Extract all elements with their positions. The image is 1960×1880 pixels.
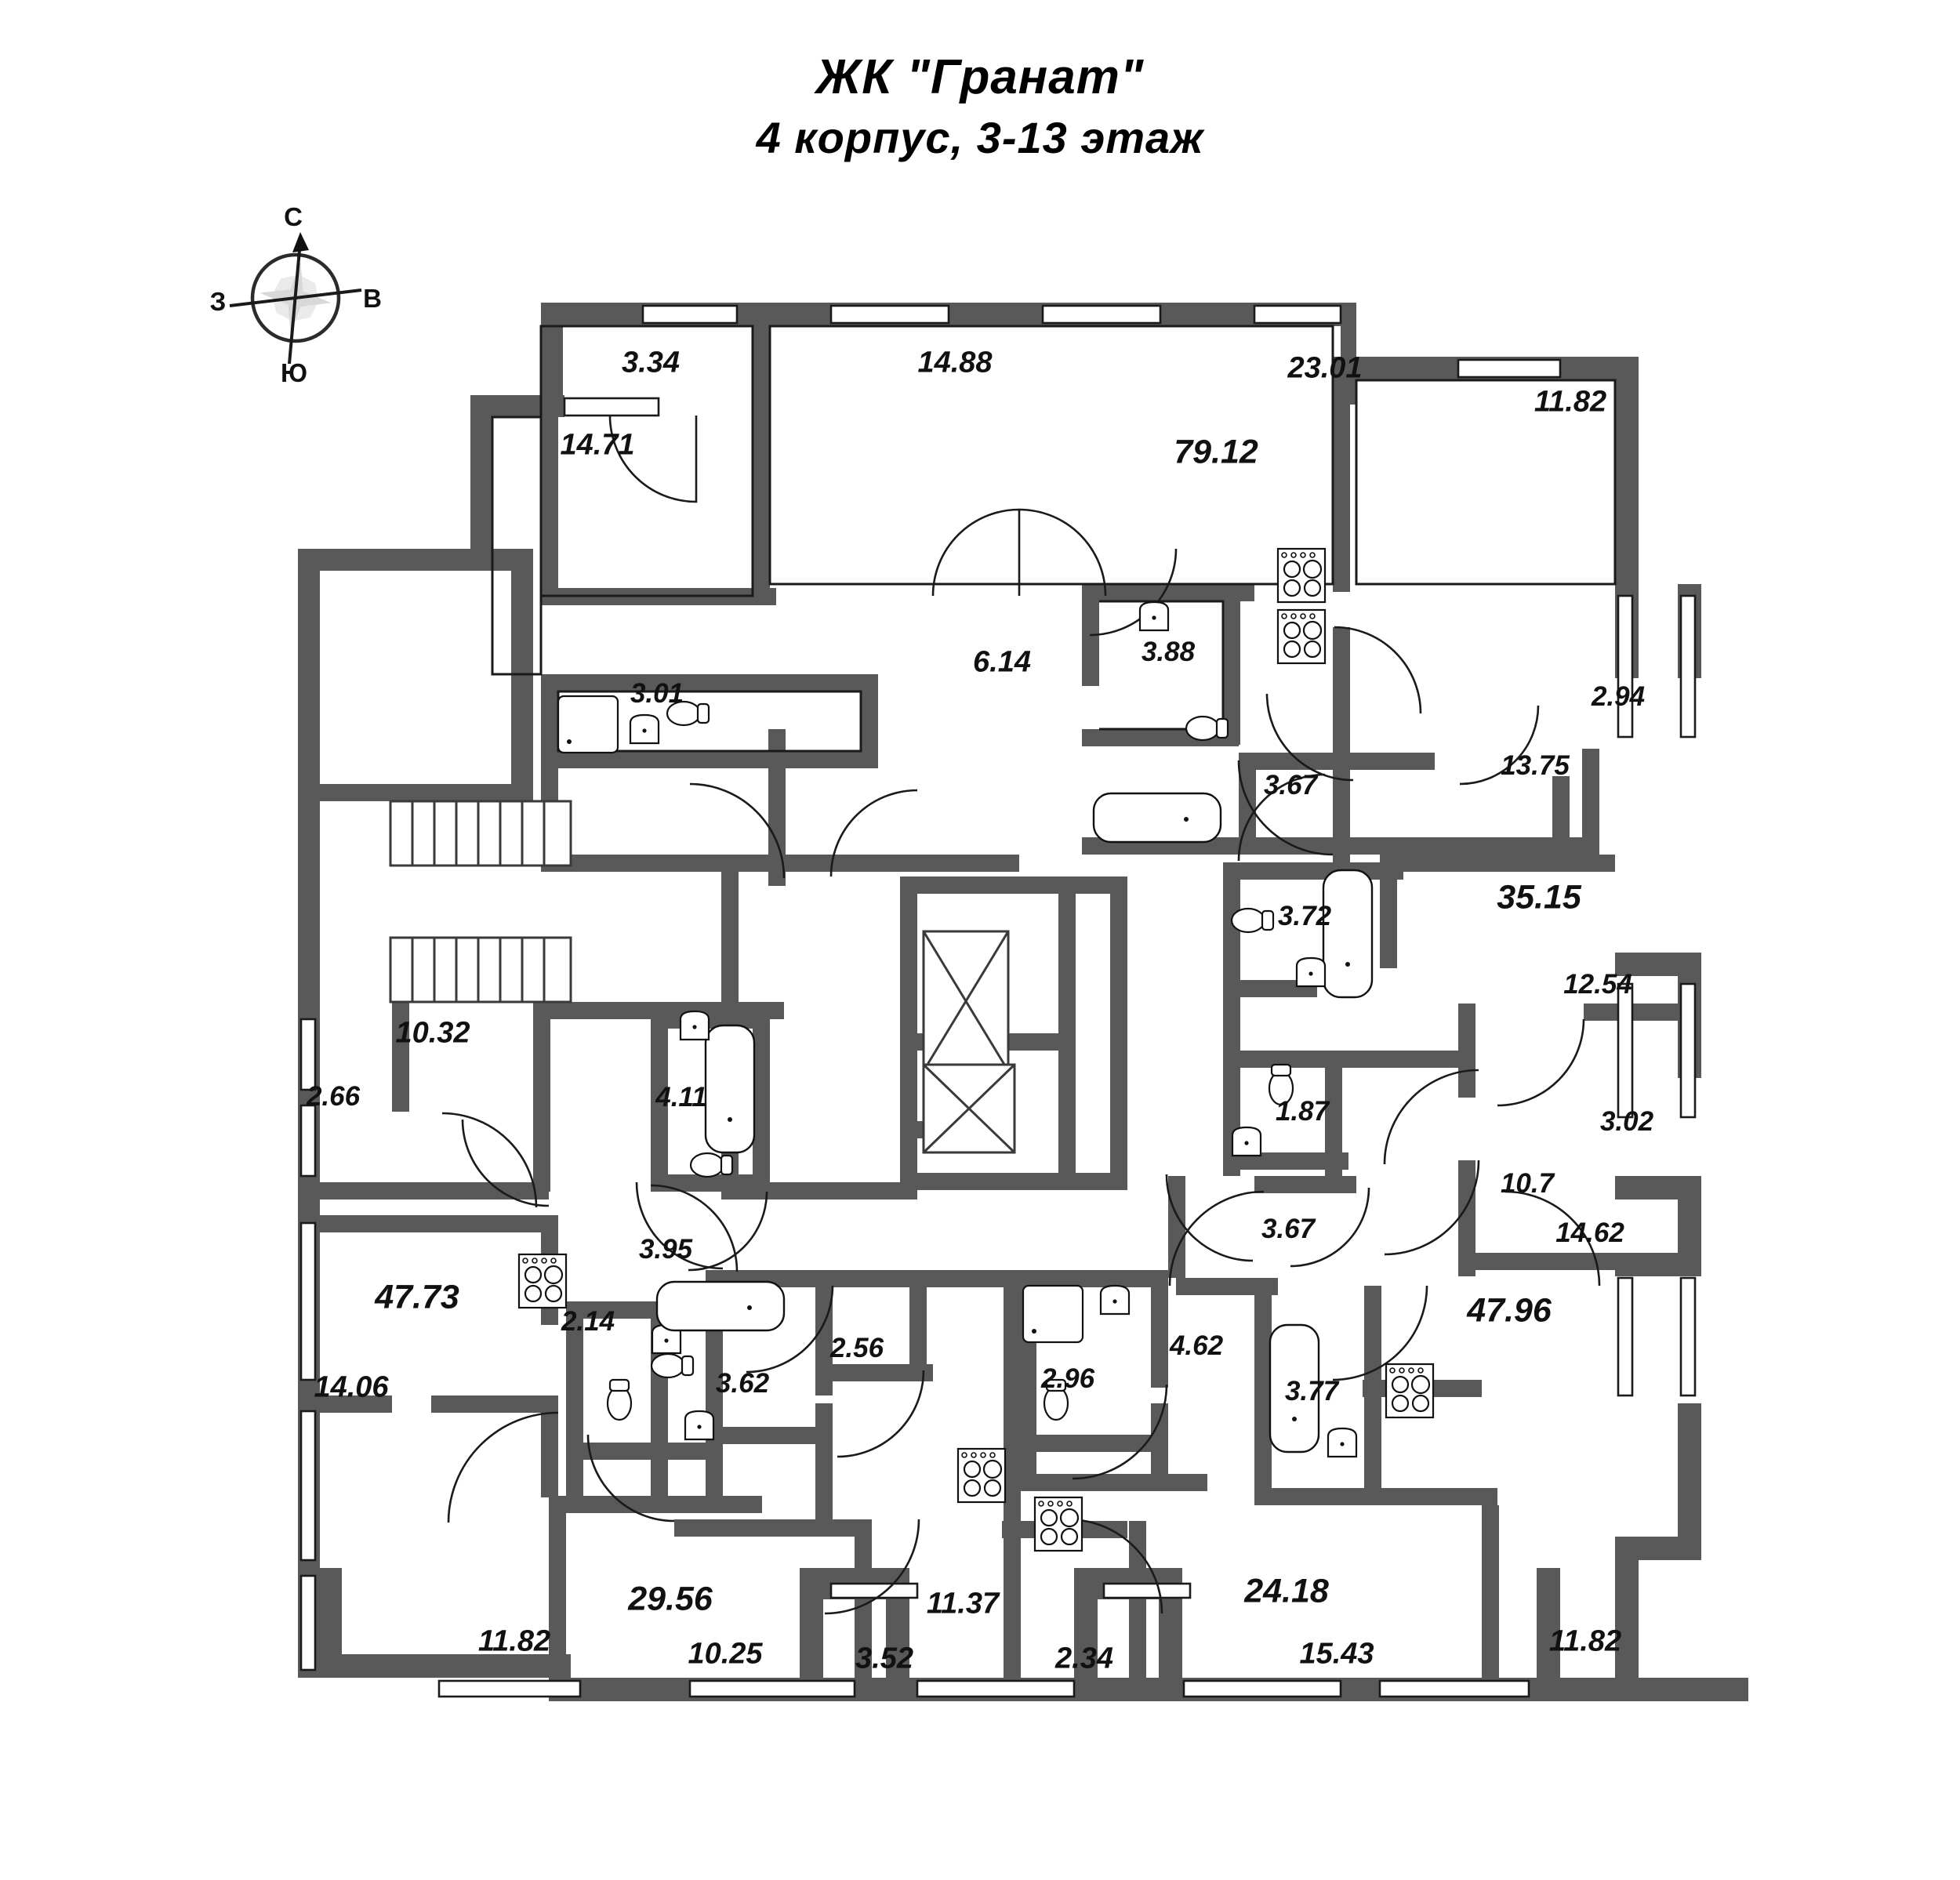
compass-label-west: З (210, 287, 227, 316)
stove-icon (1385, 1363, 1435, 1419)
shower-icon (557, 695, 619, 754)
elevator-shaft-lower (922, 1063, 1016, 1154)
sink-icon (1327, 1427, 1358, 1458)
room-area-label: 4.11 (655, 1082, 707, 1112)
room-area-label: 14.06 (314, 1370, 389, 1404)
bathtub-icon (655, 1280, 786, 1332)
door-swing-layer (441, 415, 1601, 1615)
toilet-icon (1185, 715, 1229, 742)
room-area-label: 12.54 (1563, 969, 1632, 1000)
room-area-label: 3.88 (1141, 637, 1196, 667)
room-area-label: 10.32 (395, 1016, 470, 1050)
room-area-label: 13.75 (1501, 750, 1570, 781)
compass-rose: С В Ю З (205, 205, 386, 386)
sink-icon (1138, 601, 1170, 632)
compass-label-east: В (363, 284, 382, 313)
sink-icon (1099, 1284, 1131, 1316)
room-area-label: 79.12 (1174, 433, 1258, 471)
staircase-lower (389, 936, 572, 1004)
elevator-shaft-upper (922, 930, 1010, 1072)
room-area-label: 47.96 (1467, 1291, 1552, 1330)
title-block: ЖК "Гранат" 4 корпус, 3-13 этаж (0, 47, 1960, 167)
room-area-label: 3.67 (1261, 1214, 1316, 1244)
shower-icon (1022, 1284, 1084, 1344)
room-area-label: 47.73 (375, 1278, 459, 1316)
room-area-label: 6.14 (973, 645, 1031, 679)
room-area-label: 11.82 (1548, 1624, 1622, 1658)
room-area-label: 14.88 (917, 346, 993, 379)
room-area-label: 2.66 (306, 1081, 361, 1112)
room-area-label: 10.25 (688, 1637, 763, 1671)
toilet-icon (606, 1378, 633, 1421)
room-area-label: 2.14 (561, 1306, 615, 1337)
room-area-label: 14.62 (1555, 1218, 1624, 1248)
room-area-label: 2.34 (1055, 1642, 1113, 1675)
room-area-label: 11.37 (926, 1587, 1000, 1621)
toilet-icon (1230, 907, 1275, 934)
page-subtitle: 4 корпус, 3-13 этаж (756, 112, 1204, 162)
room-area-label: 35.15 (1497, 878, 1581, 916)
room-area-label: 3.72 (1277, 901, 1332, 931)
staircase-upper (389, 800, 572, 867)
compass-label-south: Ю (281, 358, 307, 386)
room-area-label: 2.94 (1591, 681, 1646, 712)
room-area-label: 10.7 (1500, 1168, 1555, 1199)
room-area-label: 15.43 (1299, 1637, 1374, 1671)
room-area-label: 2.56 (829, 1333, 884, 1363)
room-area-label: 3.34 (622, 346, 680, 379)
page-title: ЖК "Гранат" (815, 50, 1145, 104)
room-area-label: 1.87 (1275, 1096, 1330, 1127)
room-area-label: 3.67 (1263, 770, 1318, 800)
room-area-label: 11.82 (1534, 385, 1607, 419)
room-area-label: 3.62 (715, 1368, 770, 1399)
sink-icon (679, 1010, 710, 1041)
stove-icon (1276, 608, 1327, 665)
room-area-label: 3.95 (638, 1234, 693, 1265)
sink-icon (629, 713, 660, 745)
bathtub-icon (1322, 869, 1374, 999)
room-area-label: 11.82 (477, 1624, 551, 1658)
stove-icon (956, 1447, 1007, 1504)
room-area-label: 23.01 (1287, 351, 1363, 385)
room-area-label: 3.52 (855, 1642, 913, 1675)
room-area-label: 4.62 (1169, 1330, 1224, 1361)
stove-icon (1276, 547, 1327, 604)
thin-line-layer (299, 304, 1697, 1698)
toilet-icon (650, 1352, 695, 1379)
bathtub-icon (1092, 792, 1222, 844)
room-area-label: 24.18 (1244, 1572, 1329, 1610)
room-area-label: 3.01 (630, 678, 684, 709)
stove-icon (517, 1253, 568, 1309)
room-area-label: 14.71 (560, 428, 635, 462)
sink-icon (684, 1410, 715, 1441)
toilet-icon (689, 1152, 734, 1178)
room-area-label: 2.96 (1040, 1363, 1095, 1394)
compass-label-north: С (284, 205, 303, 231)
bathtub-icon (704, 1024, 756, 1154)
room-area-label: 29.56 (628, 1580, 713, 1618)
room-area-label: 3.77 (1284, 1376, 1339, 1406)
stove-icon (1033, 1496, 1083, 1552)
room-area-label: 3.02 (1599, 1106, 1654, 1137)
sink-icon (1231, 1126, 1262, 1157)
sink-icon (1295, 956, 1327, 988)
